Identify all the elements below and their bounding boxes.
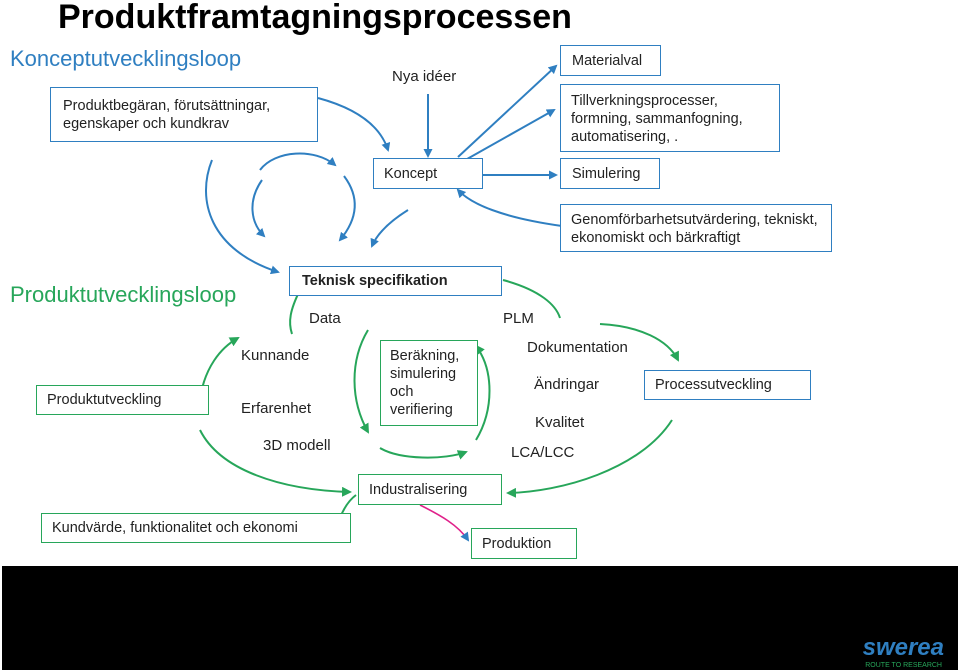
industrialization-box: Industralisering [358, 474, 502, 505]
page-title: Produktframtagningsprocessen [58, 0, 572, 36]
product-development-text: Produktutveckling [47, 392, 162, 408]
arrow-green-right-to-industrialization [506, 419, 673, 498]
quality-label: Kvalitet [535, 414, 585, 431]
documentation-label: Dokumentation [527, 339, 628, 356]
changes-label: Ändringar [534, 376, 600, 393]
customer-value-box: Kundvärde, funktionalitet och ekonomi [41, 513, 351, 543]
arrow-pink-to-production [419, 504, 470, 542]
plm-label: PLM [503, 310, 534, 327]
arrow-loop-lower [370, 209, 409, 248]
arrow-concept-to-material [457, 64, 558, 158]
knowledge-label: Kunnande [241, 347, 310, 364]
customer-value-text: Kundvärde, funktionalitet och ekonomi [52, 520, 298, 536]
experience-label: Erfarenhet [241, 400, 312, 417]
material-choice-text: Materialval [572, 53, 643, 69]
swerea-logo: swerea [862, 634, 944, 661]
feasibility-text: Genomförbarhetsutvärdering, tekniskt, ek… [571, 212, 818, 246]
tech-spec-box: Teknisk specifikation [289, 266, 502, 296]
arrow-request-to-concept [317, 97, 391, 152]
swerea-logo-tagline: ROUTE TO RESEARCH [865, 662, 942, 669]
simulation-box: Simulering [560, 158, 660, 189]
new-ideas-label: Nya idéer [392, 68, 457, 85]
arrow-concept-to-manufacturing [459, 109, 556, 164]
product-loop-heading: Produktutvecklingsloop [10, 282, 237, 307]
production-text: Produktion [482, 536, 552, 552]
concept-loop-heading: Konceptutvecklingsloop [10, 46, 242, 71]
arrow-left-arc [205, 159, 280, 275]
arrow-green-to-process [599, 323, 679, 362]
industrialization-text: Industralisering [369, 482, 468, 498]
product-request-text: Produktbegäran, förutsättningar, egenska… [63, 98, 271, 132]
manufacturing-box: Tillverkningsprocesser, formning, samman… [560, 84, 780, 152]
process-development-text: Processutveckling [655, 377, 772, 393]
calculation-text: Beräkning, simulering och verifiering [390, 348, 460, 418]
feasibility-box: Genomförbarhetsutvärdering, tekniskt, ek… [560, 204, 832, 252]
arrow-green-to-industrialization [199, 429, 352, 497]
arrow-loop-right [338, 175, 356, 242]
simulation-text: Simulering [572, 166, 641, 182]
arrow-green-loop-left [353, 329, 369, 434]
manufacturing-text: Tillverkningsprocesser, formning, samman… [571, 93, 743, 145]
process-development-box: Processutveckling [644, 370, 811, 400]
material-choice-box: Materialval [560, 45, 661, 76]
concept-box: Koncept [373, 158, 483, 189]
calculation-box: Beräkning, simulering och verifiering [380, 340, 478, 426]
arrow-green-loop-right [474, 344, 491, 441]
arrow-loop-left [251, 179, 266, 238]
product-request-box: Produktbegäran, förutsättningar, egenska… [50, 87, 318, 142]
arrow-green-spec-down [289, 289, 301, 335]
lca-lcc-label: LCA/LCC [511, 444, 575, 461]
data-label: Data [309, 310, 341, 327]
arrow-loop-top [259, 152, 337, 171]
model-3d-label: 3D modell [263, 437, 331, 454]
footer-band: swerea ROUTE TO RESEARCH [2, 566, 958, 670]
concept-text: Koncept [384, 166, 438, 182]
arrow-green-loop-bottom [379, 447, 468, 460]
arrow-green-spec-to-plm [502, 279, 561, 319]
production-box: Produktion [471, 528, 577, 559]
tech-spec-text: Teknisk specifikation [302, 273, 448, 289]
product-development-box: Produktutveckling [36, 385, 209, 415]
arrow-feasibility-to-concept [456, 188, 563, 227]
